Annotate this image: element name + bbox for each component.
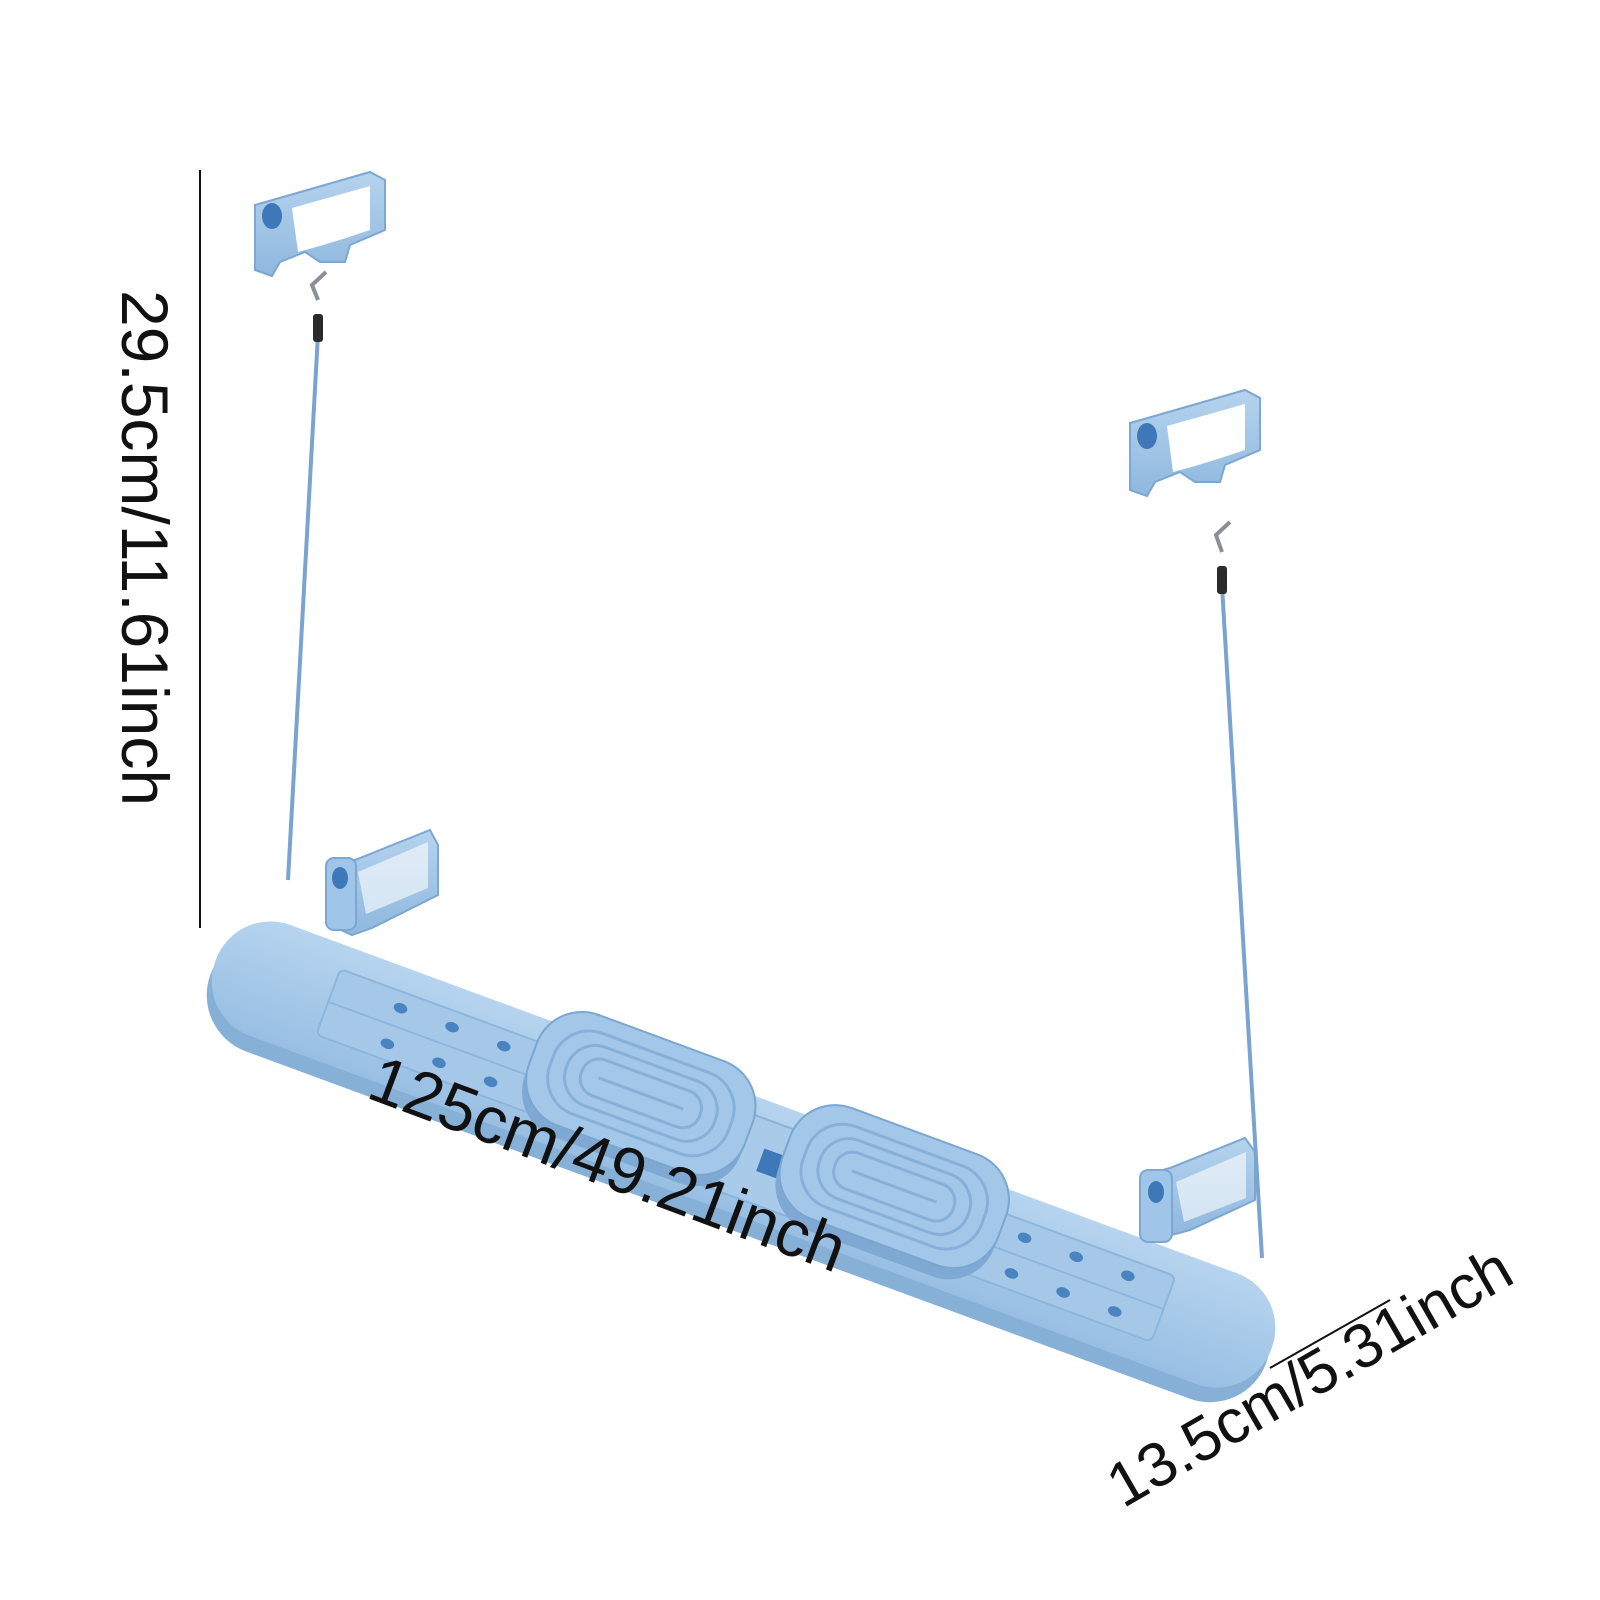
cord-clip-right xyxy=(1217,566,1227,594)
cord-left xyxy=(286,333,320,881)
handle-hole xyxy=(1148,1181,1164,1203)
width-dimension xyxy=(1269,1299,1391,1369)
board-handle-right xyxy=(1139,1136,1256,1243)
base-board xyxy=(206,921,1276,1403)
hand-grip-right xyxy=(1129,388,1261,498)
board-hole xyxy=(483,1076,498,1088)
height-label: 29.5cm/11.61inch xyxy=(108,290,182,806)
cord-clip-left xyxy=(313,314,323,342)
foot-pad-right xyxy=(775,1104,1010,1280)
board-hole xyxy=(432,1057,446,1069)
hand-grip-left xyxy=(254,170,386,278)
cord-right xyxy=(1220,585,1264,1259)
resistance-cords xyxy=(286,270,1264,1259)
board-hole xyxy=(496,1040,511,1052)
width-dimension-line xyxy=(1269,1299,1391,1369)
board-hole xyxy=(1121,1270,1135,1282)
board-hole xyxy=(1004,1268,1019,1279)
cord-hook-left xyxy=(309,270,328,301)
board-hole xyxy=(1056,1287,1070,1298)
cord-hook-right xyxy=(1213,520,1232,553)
board-hole xyxy=(445,1021,459,1033)
board-hole xyxy=(1069,1251,1084,1263)
board-hole xyxy=(1017,1232,1032,1244)
board-handle-left xyxy=(325,828,439,937)
board-holes xyxy=(380,1002,1135,1317)
board-hole xyxy=(1107,1306,1122,1317)
board-hole xyxy=(393,1002,408,1014)
foot-pad-left xyxy=(522,1010,757,1187)
handle-hole xyxy=(332,867,348,889)
board-hole xyxy=(380,1038,395,1050)
grip-hole xyxy=(1137,423,1157,449)
grip-hole xyxy=(262,203,282,229)
